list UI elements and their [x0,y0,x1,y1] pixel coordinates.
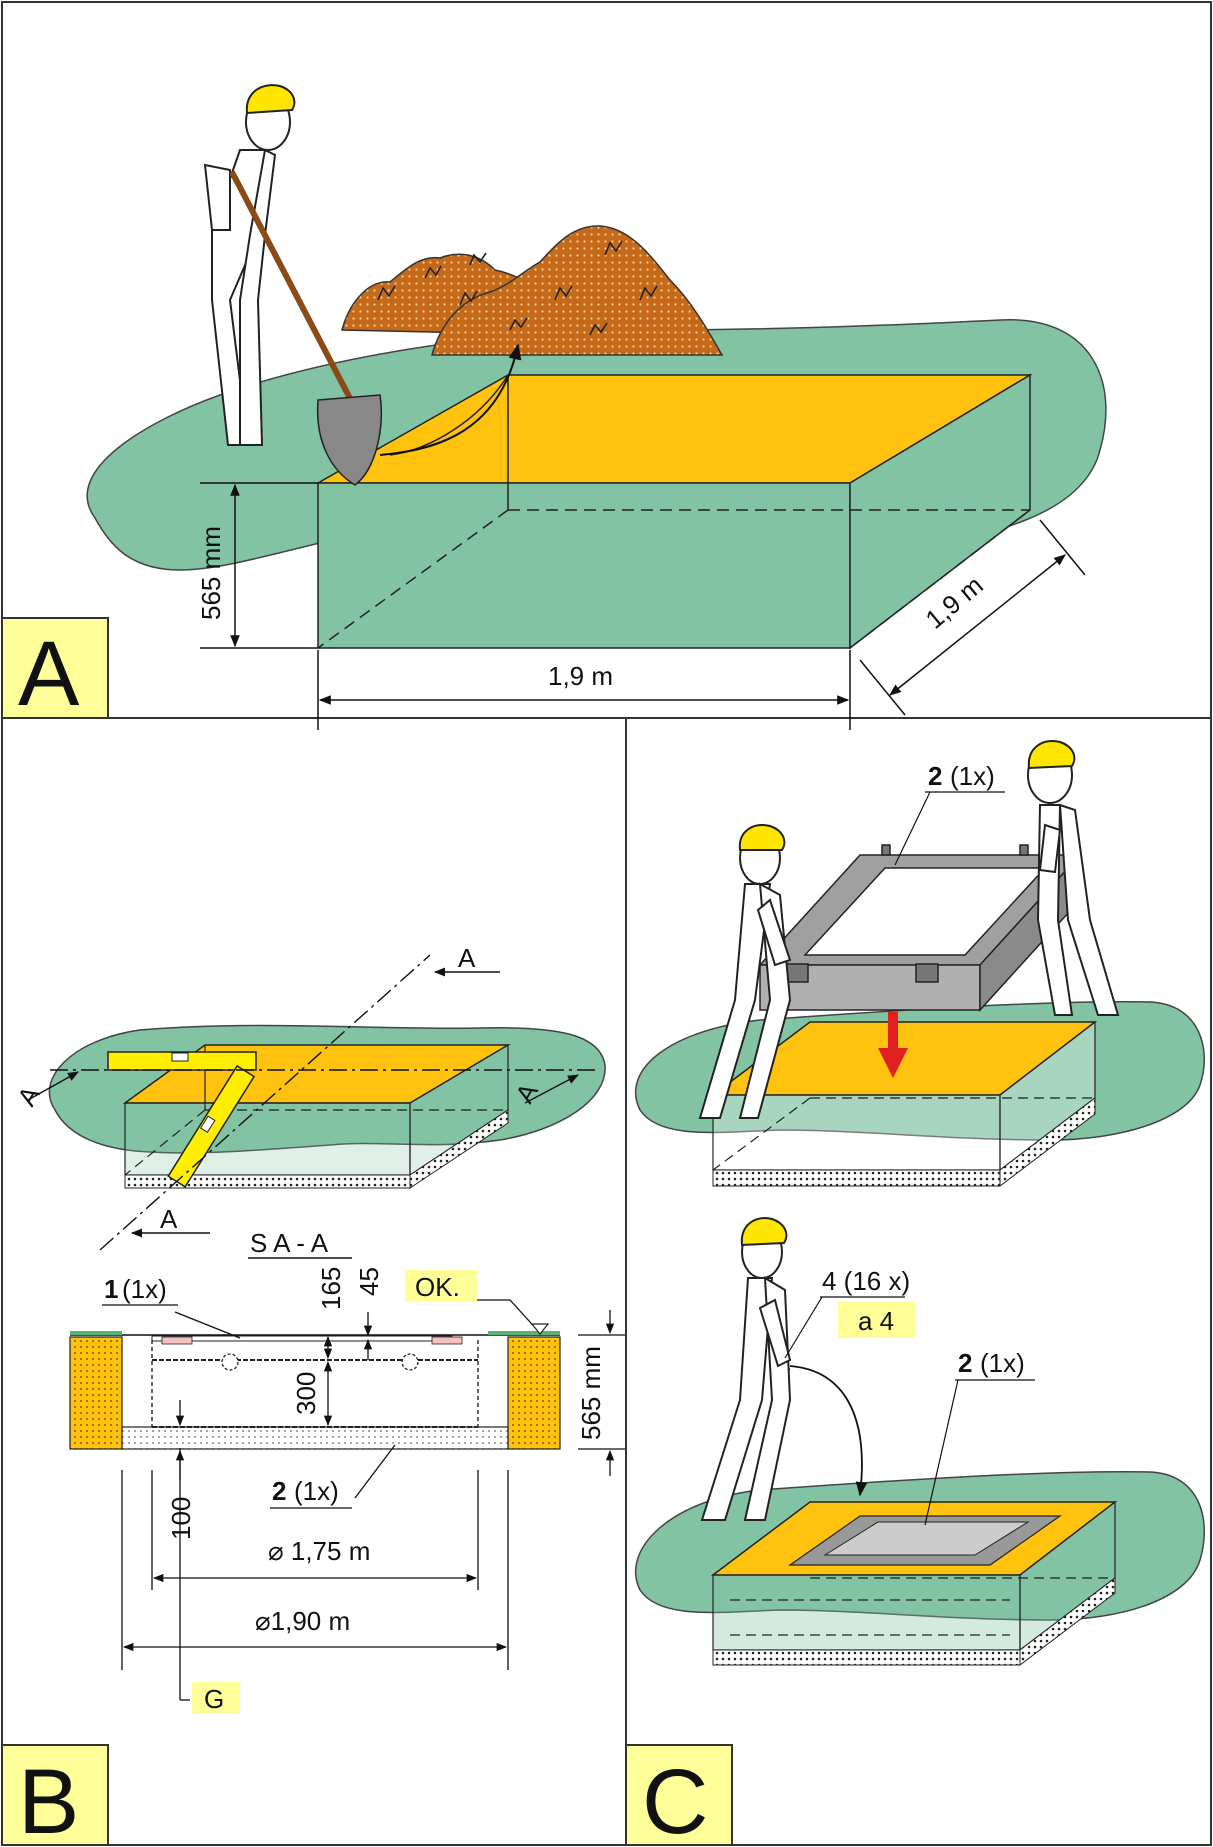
frame-part-2-top [758,844,1082,1012]
panel-letter-box-a [1,617,109,719]
dim-175: ⌀ 1,75 m [268,1536,370,1566]
part4-label: 4 (16 x) [822,1266,910,1296]
soil-heap-front [431,225,724,356]
panel-letter-a: A [18,623,80,725]
dim-190: ⌀1,90 m [255,1606,350,1636]
ok-label: OK. [415,1272,460,1302]
section-title: S A - A [250,1228,329,1258]
dim-300: 300 [291,1372,321,1415]
section-cut-lines [27,954,595,1251]
bolt-placement-arrow [789,1365,868,1497]
cut-marker-top: A [458,943,476,973]
dim-165: 165 [316,1267,346,1310]
cross-section [69,1331,561,1450]
part2-qty-c-top: (1x) [950,761,995,791]
panel-letter-b: B [18,1751,79,1847]
drop-arrow-icon [878,1012,908,1078]
panel-letter-c: C [642,1751,708,1847]
pit-c-top [710,1020,1098,1188]
worker-icon [1027,740,1120,1016]
worker-icon [203,84,296,446]
dim-45: 45 [354,1267,384,1296]
spirit-level-icon [107,1051,257,1071]
throw-arrow [379,343,522,456]
part1-qty: (1x) [122,1274,167,1304]
helmet-icon [1027,740,1076,770]
panel-a: 565 mm 1,9 m 1,9 m A [1,84,1107,730]
helmet-icon [245,84,296,115]
depth-label-a: 565 mm [196,526,226,620]
helmet-icon [740,1217,788,1247]
worker-icon [698,824,792,1119]
part4-tool: a 4 [858,1306,894,1336]
pit-c-bottom [710,1500,1118,1667]
width-label-a: 1,9 m [548,661,613,691]
part2-number-b: 2 [272,1476,286,1506]
cut-marker-bottom: A [160,1204,178,1234]
part4-tool-bg [838,1302,916,1338]
part2-qty-c-bottom: (1x) [980,1348,1025,1378]
part1-number: 1 [104,1274,118,1304]
cut-marker-left: A [11,1080,46,1111]
panel-b: A A A A S A - A [1,943,625,1847]
ok-label-bg [405,1270,477,1302]
dim-565: 565 mm [576,1346,606,1440]
gravel-label: G [204,1684,224,1714]
excavation-pit [315,373,1033,650]
worker-icon [700,1217,792,1521]
panel-letter-box-c [625,1744,733,1846]
panel-letter-box-b [1,1744,109,1846]
part2-number-c-top: 2 [928,761,942,791]
shovel-icon [229,170,383,486]
part2-number-c-bottom: 2 [958,1348,972,1378]
dimension-lines-a [200,482,1086,730]
section-dimensions [121,1299,625,1701]
dim-100: 100 [166,1497,196,1540]
panel-c: 2 (1x) 4 (16 x) [625,740,1206,1847]
gravel-label-bg [192,1682,240,1714]
part2-qty-b: (1x) [294,1476,339,1506]
helmet-icon [738,824,786,851]
